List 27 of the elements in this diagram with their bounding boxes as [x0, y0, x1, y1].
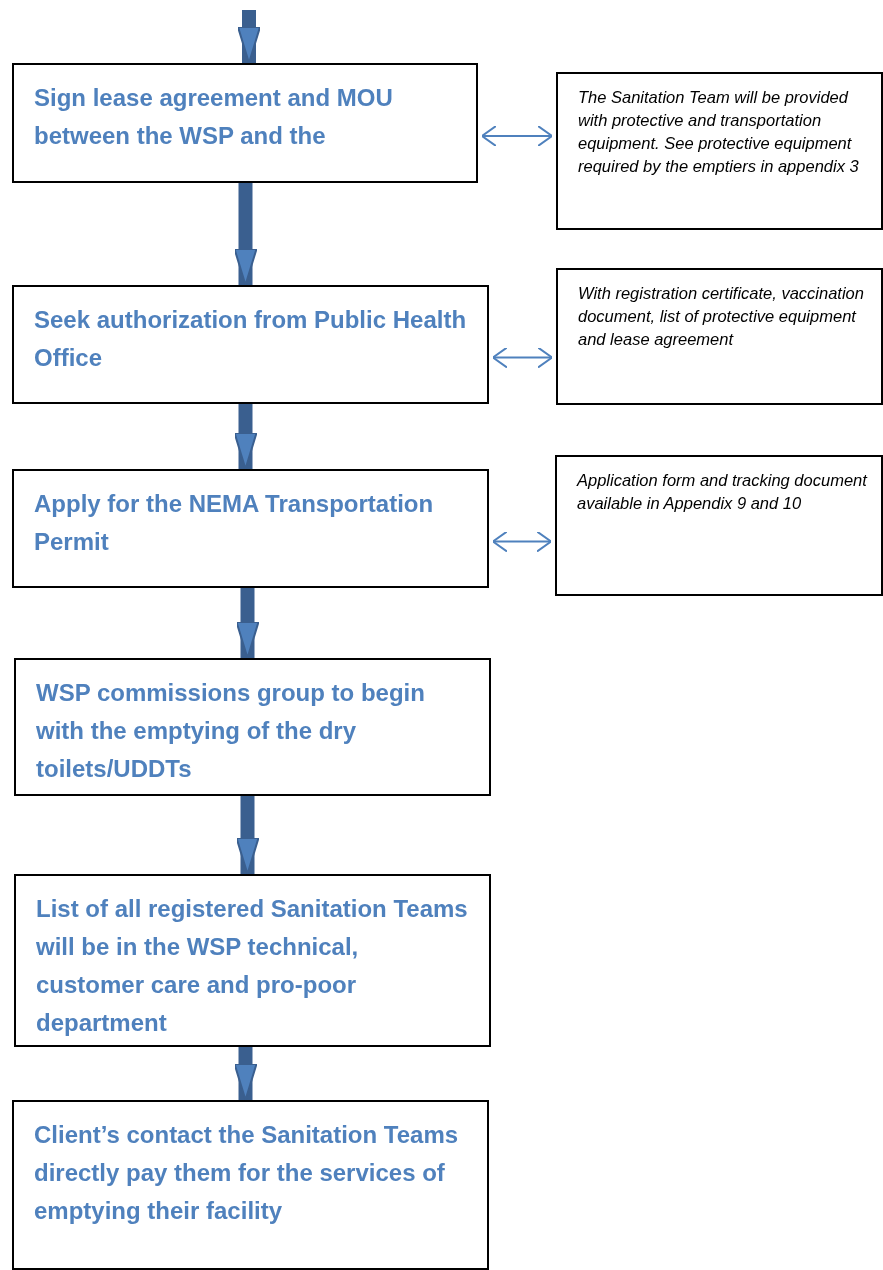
- note-box: [556, 268, 883, 405]
- process-box: [14, 874, 491, 1047]
- process-box: [12, 285, 489, 404]
- block-arrow: [233, 404, 258, 470]
- step-text: Client’s contact the Sanitation Teams directly pay them for the services of emptying their facility: [34, 1120, 460, 1226]
- double-arrow: [481, 125, 553, 147]
- process-box: [12, 1100, 489, 1270]
- step-text: WSP commissions group to begin with the emptying of the dry toilets/UDDTs: [36, 678, 426, 784]
- step-text: Apply for the NEMA Transportation Permit: [34, 489, 435, 557]
- process-box: [12, 469, 489, 588]
- process-box: [14, 658, 491, 796]
- note-box: [555, 455, 883, 596]
- note-box: [556, 72, 883, 230]
- note-text: The Sanitation Team will be provided with protective and transportation equipment. See protective equipment required by the emptiers in appendix 3: [578, 87, 860, 177]
- block-arrow: [235, 796, 260, 875]
- step-text: Sign lease agreement and MOU between the WSP and the: [34, 83, 394, 151]
- double-arrow: [492, 346, 553, 369]
- block-arrow: [233, 1047, 258, 1101]
- block-arrow: [237, 10, 261, 64]
- note-text: With registration certificate, vaccination document, list of protective equipment and lease agreement: [578, 283, 865, 350]
- step-text: Seek authorization from Public Health Office: [34, 305, 467, 373]
- block-arrow: [235, 588, 260, 659]
- note-text: Application form and tracking document available in Appendix 9 and 10: [577, 470, 869, 514]
- double-arrow: [492, 530, 552, 553]
- process-box: [12, 63, 478, 183]
- block-arrow: [233, 183, 258, 286]
- step-text: List of all registered Sanitation Teams will be in the WSP technical, customer care and pro-poor department: [36, 894, 469, 1038]
